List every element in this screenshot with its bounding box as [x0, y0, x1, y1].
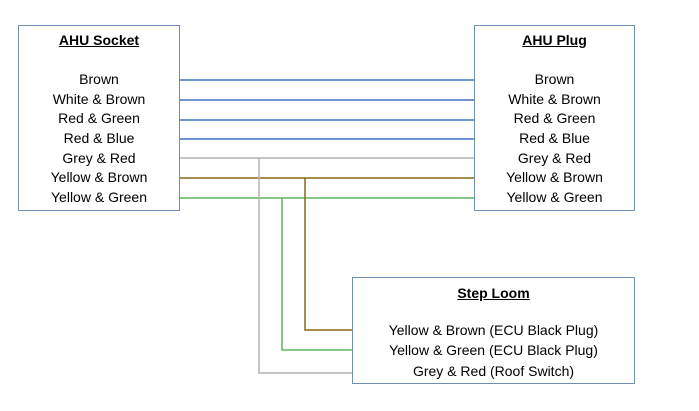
- step-loom-box: Step Loom Yellow & Brown (ECU Black Plug…: [352, 277, 635, 384]
- branch-yellow-green: [281, 198, 352, 351]
- loom-wire-label: Yellow & Green (ECU Black Plug): [389, 342, 598, 358]
- step-loom-title: Step Loom: [457, 285, 530, 301]
- socket-wire-label: Brown: [79, 71, 119, 87]
- socket-wire-label: Red & Green: [58, 110, 140, 126]
- socket-wire-label: Yellow & Green: [51, 189, 147, 205]
- plug-wire-label: Yellow & Green: [506, 189, 603, 205]
- plug-wire-label: Brown: [534, 71, 575, 87]
- socket-wire-label: White & Brown: [52, 91, 146, 107]
- branch-grey-red: [258, 158, 352, 374]
- ahu-socket-box: AHU Socket Brown White & Brown Red & Gre…: [18, 25, 180, 211]
- plug-wire-label: Red & Green: [513, 110, 596, 126]
- branch-yellow-brown: [304, 178, 352, 331]
- socket-wire-label: Grey & Red: [62, 150, 136, 166]
- plug-wire-label: Grey & Red: [517, 150, 592, 166]
- socket-wire-label: Red & Blue: [63, 130, 135, 146]
- plug-wire-label: Red & Blue: [519, 130, 590, 146]
- socket-wire-label: Yellow & Brown: [50, 169, 148, 185]
- ahu-plug-title: AHU Plug: [522, 32, 587, 48]
- plug-wire-label: White & Brown: [508, 91, 601, 107]
- loom-wire-label: Yellow & Brown (ECU Black Plug): [388, 322, 599, 338]
- loom-wire-label: Grey & Red (Roof Switch): [412, 363, 575, 379]
- ahu-socket-title: AHU Socket: [58, 32, 140, 48]
- ahu-plug-box: AHU Plug Brown White & Brown Red & Green…: [474, 25, 635, 211]
- plug-wire-label: Yellow & Brown: [506, 169, 603, 185]
